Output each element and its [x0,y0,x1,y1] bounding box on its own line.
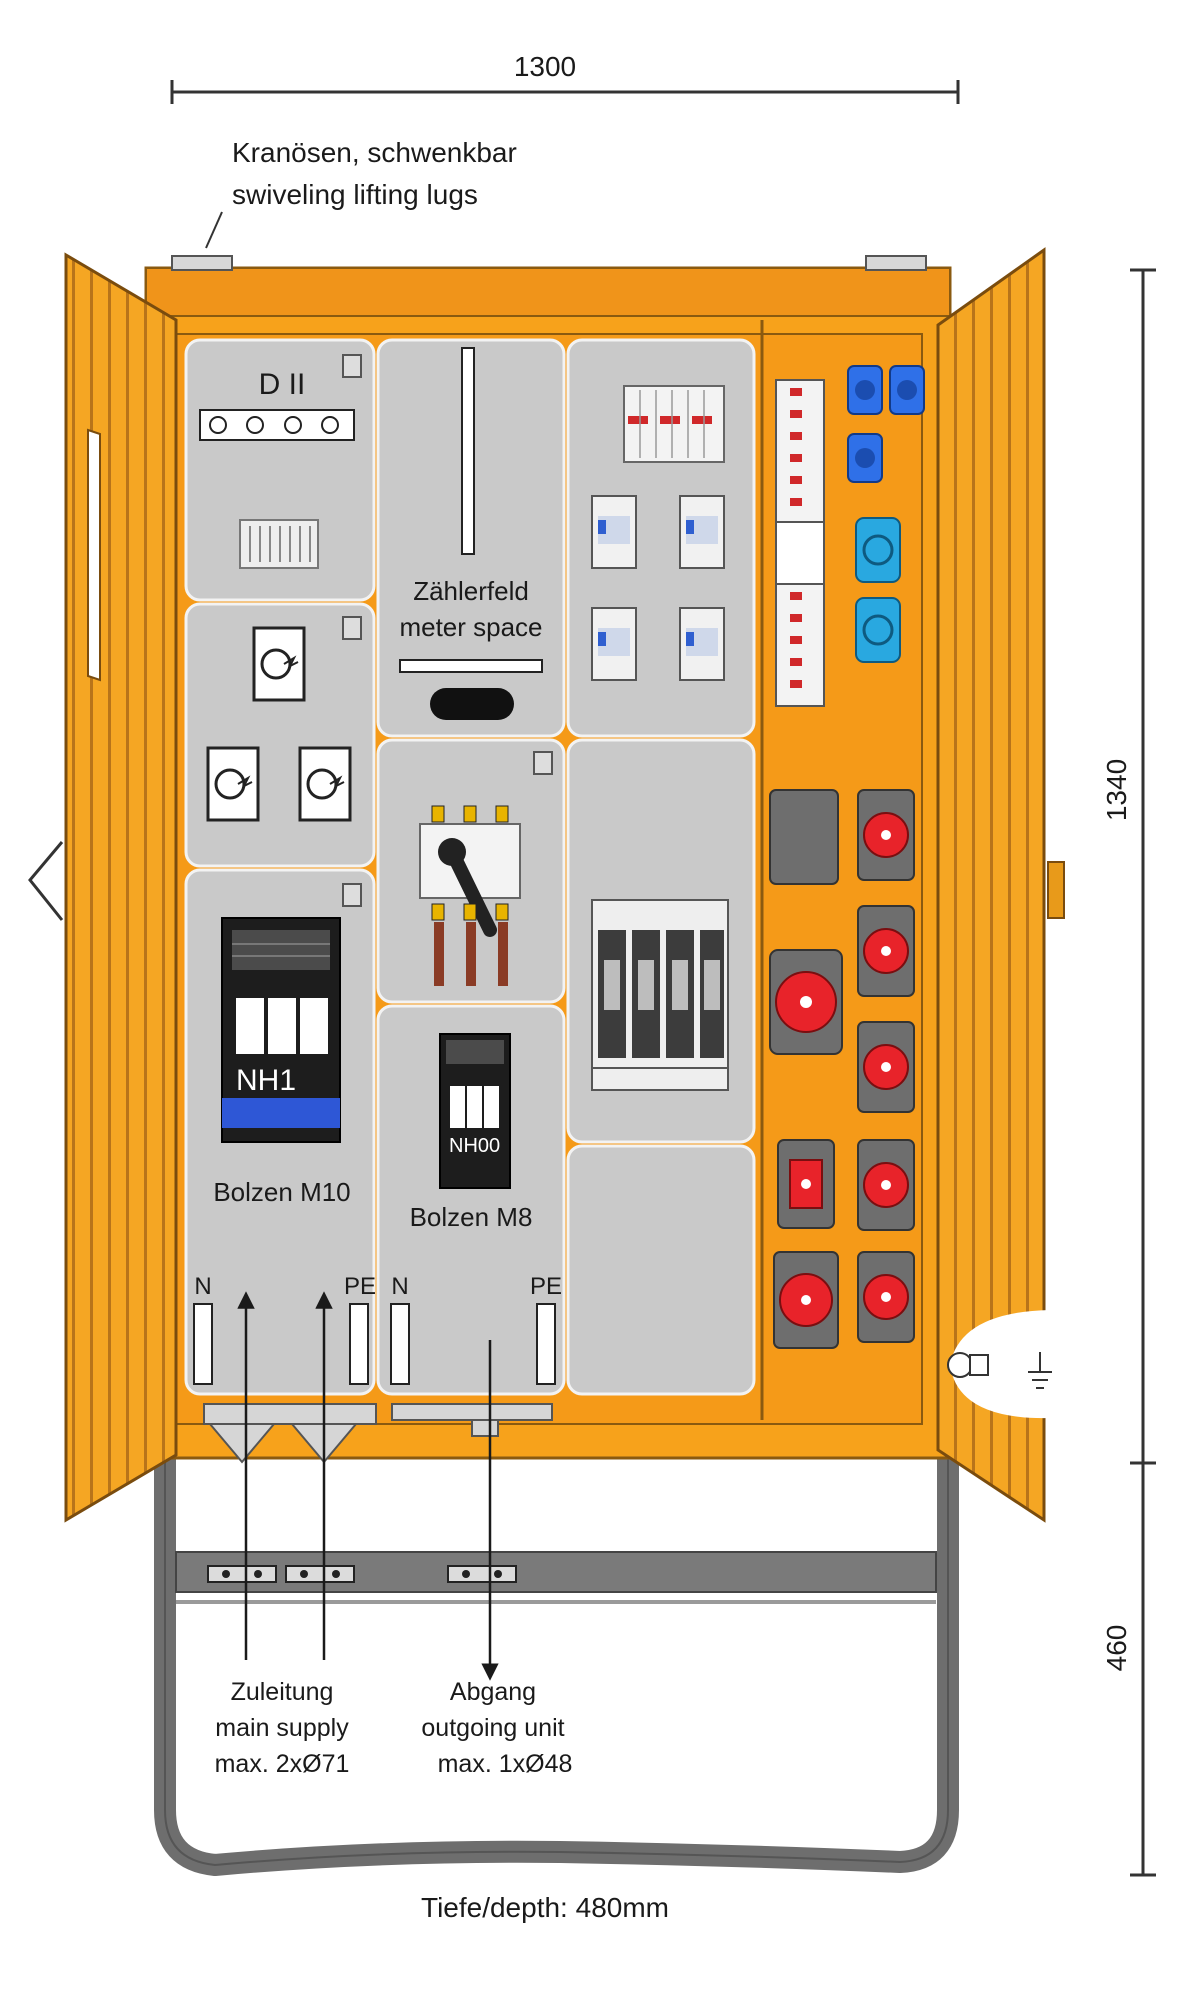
n-busbar-right [390,1303,410,1385]
nh00-label: NH00 [449,1135,500,1157]
load-break-switch [419,805,521,986]
cable-arrows [237,1291,499,1681]
panel-column-3 [566,338,756,1396]
cee-socket-icon [857,905,915,997]
panel-column-2: Zählerfeld meter space [376,338,566,1396]
schuko-socket-icon [855,517,901,663]
n-left-label: N [194,1273,211,1300]
outgoing-label: Abgang outgoing unit max. 1xØ48 [421,1678,572,1778]
lifting-lug-callout: Kranösen, schwenkbar swiveling lifting l… [205,137,517,249]
n-busbar-left [193,1303,213,1385]
lifting-lug-label-de: Kranösen, schwenkbar [232,137,517,168]
mcb-row [623,385,725,463]
schuko-socket-icon [847,365,925,483]
socket-section [769,365,925,1349]
socket-symbol-icon [252,626,306,702]
width-label: 1300 [514,51,576,82]
height-label: 1340 [1101,759,1132,821]
socket-symbol-icon [298,746,352,822]
height-dimension: 1340 460 [1101,268,1156,1877]
svg-text:max. 2xØ71: max. 2xØ71 [215,1750,350,1778]
cee-socket-large-icon [769,949,843,1055]
lifting-lug-label-en: swiveling lifting lugs [232,179,478,210]
meter-label-en: meter space [399,612,542,642]
socket-symbol-icon [206,746,260,822]
pe-left-label: PE [344,1273,376,1300]
fuse-disconnector-row [591,899,729,1091]
cee-socket-icon [857,1139,915,1231]
cee-socket-icon [857,1021,915,1113]
d2-fuse-base [199,409,355,441]
left-door [28,252,178,1523]
bolt-m10-label: Bolzen M10 [213,1177,350,1207]
svg-text:Zuleitung: Zuleitung [231,1678,334,1706]
lifting-lug-right [865,255,927,271]
cee-socket-icon [777,1139,835,1229]
bolt-m8-label: Bolzen M8 [410,1202,533,1232]
door-handle [1047,861,1065,919]
pe-right-label: PE [530,1273,562,1300]
pe-busbar-left [349,1303,369,1385]
supply-label: Zuleitung main supply max. 2xØ71 [215,1678,350,1778]
nh00-fuse-switch: NH00 [439,1033,511,1189]
cabinet-base [154,1455,959,1877]
cee-socket-icon [773,1251,839,1349]
cable-clamp [207,1565,517,1583]
svg-text:outgoing unit: outgoing unit [421,1714,564,1742]
meter-label-de: Zählerfeld [413,576,529,606]
right-door [936,247,1065,1523]
base-height-label: 460 [1101,1625,1132,1672]
nh00-panel [376,1004,566,1396]
cee-socket-icon [857,789,915,881]
blank-plate [769,789,839,885]
depth-label: Tiefe/depth: 480mm [421,1892,669,1923]
svg-text:max. 1xØ48: max. 1xØ48 [438,1750,573,1778]
width-dimension: 1300 [170,51,960,104]
cee-socket-icon [857,1251,915,1343]
earth-terminal [947,1310,1052,1419]
svg-text:Abgang: Abgang [450,1678,536,1706]
n-right-label: N [391,1273,408,1300]
blank-panel [566,1144,756,1396]
panel-column-1: D II [184,338,376,1396]
lifting-lug-left [171,255,233,271]
d2-label: D II [259,368,306,401]
pe-busbar-right [536,1303,556,1385]
nh1-label: NH1 [236,1064,296,1097]
nh1-fuse-switch: NH1 [221,917,341,1143]
d2-panel [184,338,376,602]
svg-text:main supply: main supply [215,1714,349,1742]
mcb-vertical-strip [775,379,825,707]
rcd-device [591,495,725,681]
